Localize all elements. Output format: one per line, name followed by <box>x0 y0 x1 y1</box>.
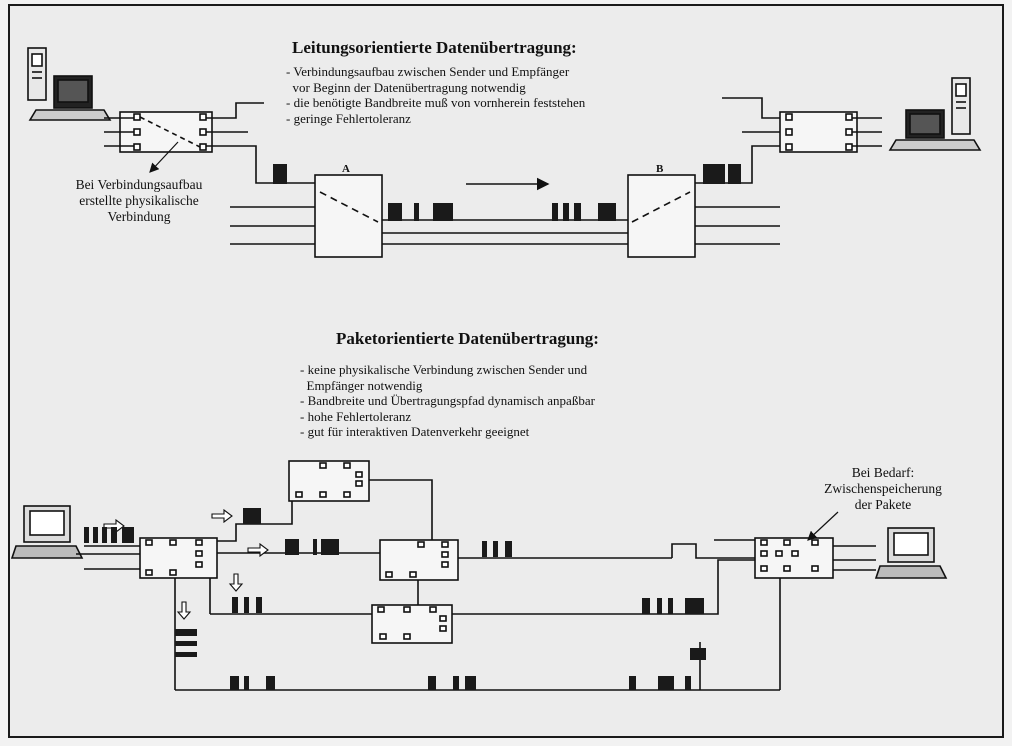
bottom-section-title: Paketorientierte Datenübertragung: <box>336 329 599 348</box>
arrow-down-icon <box>228 573 244 592</box>
top-section-bullets: - Verbindungsaufbau zwischen Sender und … <box>286 64 586 126</box>
terminal-computer-icon <box>874 527 948 579</box>
arrow-right-icon <box>247 542 269 558</box>
desktop-computer-icon <box>27 47 112 121</box>
bottom-section-bullets: - keine physikalische Verbindung zwische… <box>300 362 595 439</box>
desktop-computer-icon <box>888 77 982 151</box>
switch-b <box>627 174 696 258</box>
arrow-down-icon <box>176 601 192 620</box>
top-callout: Bei Verbindungsaufbau erstellte physikal… <box>75 177 203 224</box>
packet-node-5 <box>754 537 834 579</box>
packet-node-1 <box>139 537 218 579</box>
switch-a-label: A <box>342 163 350 175</box>
data-packets <box>84 164 741 690</box>
arrow-right-icon <box>211 508 233 524</box>
switch-b-label: B <box>656 163 664 175</box>
top-section-title: Leitungsorientierte Datenübertragung: <box>292 38 577 57</box>
bottom-callout: Bei Bedarf: Zwischenspeicherung der Pake… <box>824 465 942 512</box>
terminal-computer-icon <box>10 505 84 559</box>
switch-a <box>314 174 383 258</box>
